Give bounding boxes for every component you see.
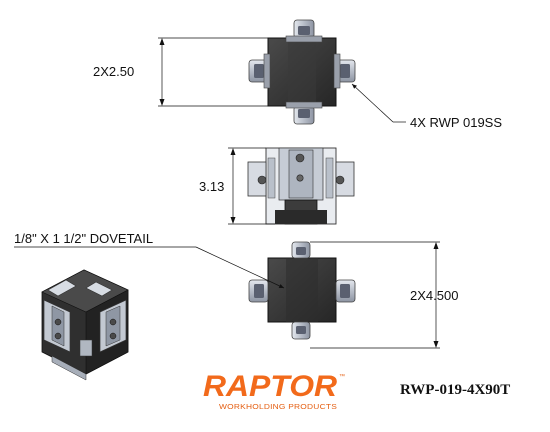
- top-view-clamp-top: [285, 19, 323, 43]
- top-view-clamp-bottom: [285, 101, 323, 125]
- side-view: [247, 147, 355, 225]
- dim-side-height: 3.13: [199, 147, 275, 225]
- bottom-view-clamp-right: [335, 279, 356, 303]
- bottom-view-clamp-left: [248, 279, 269, 303]
- bottom-view: [248, 241, 356, 340]
- raptor-logo: RAPTOR ™ WORKHOLDING PRODUCTS: [203, 370, 345, 411]
- dim-side-height-label: 3.13: [199, 179, 224, 194]
- dim-top-width-label: 2X2.50: [93, 64, 134, 79]
- raptor-logo-tagline: WORKHOLDING PRODUCTS: [219, 402, 337, 411]
- bottom-view-clamp-top: [291, 241, 311, 259]
- callout-rwp: 4X RWP 019SS: [351, 83, 502, 130]
- top-view-clamp-left: [248, 53, 271, 89]
- raptor-logo-wordmark: RAPTOR: [203, 370, 337, 403]
- bottom-view-clamp-bottom: [291, 321, 311, 340]
- callout-rwp-label: 4X RWP 019SS: [410, 115, 502, 130]
- dim-bottom-width-label: 2X4.500: [410, 288, 458, 303]
- part-number: RWP-019-4X90T: [400, 382, 510, 398]
- isometric-view: [41, 269, 129, 381]
- callout-dovetail-label: 1/8" X 1 1/2" DOVETAIL: [14, 231, 153, 246]
- top-view: [248, 19, 356, 125]
- dim-bottom-width: 2X4.500: [310, 241, 458, 349]
- callout-dovetail: 1/8" X 1 1/2" DOVETAIL: [14, 231, 285, 289]
- dim-top-width: 2X2.50: [93, 37, 268, 107]
- top-view-clamp-right: [333, 53, 356, 89]
- raptor-logo-trademark: ™: [339, 373, 345, 380]
